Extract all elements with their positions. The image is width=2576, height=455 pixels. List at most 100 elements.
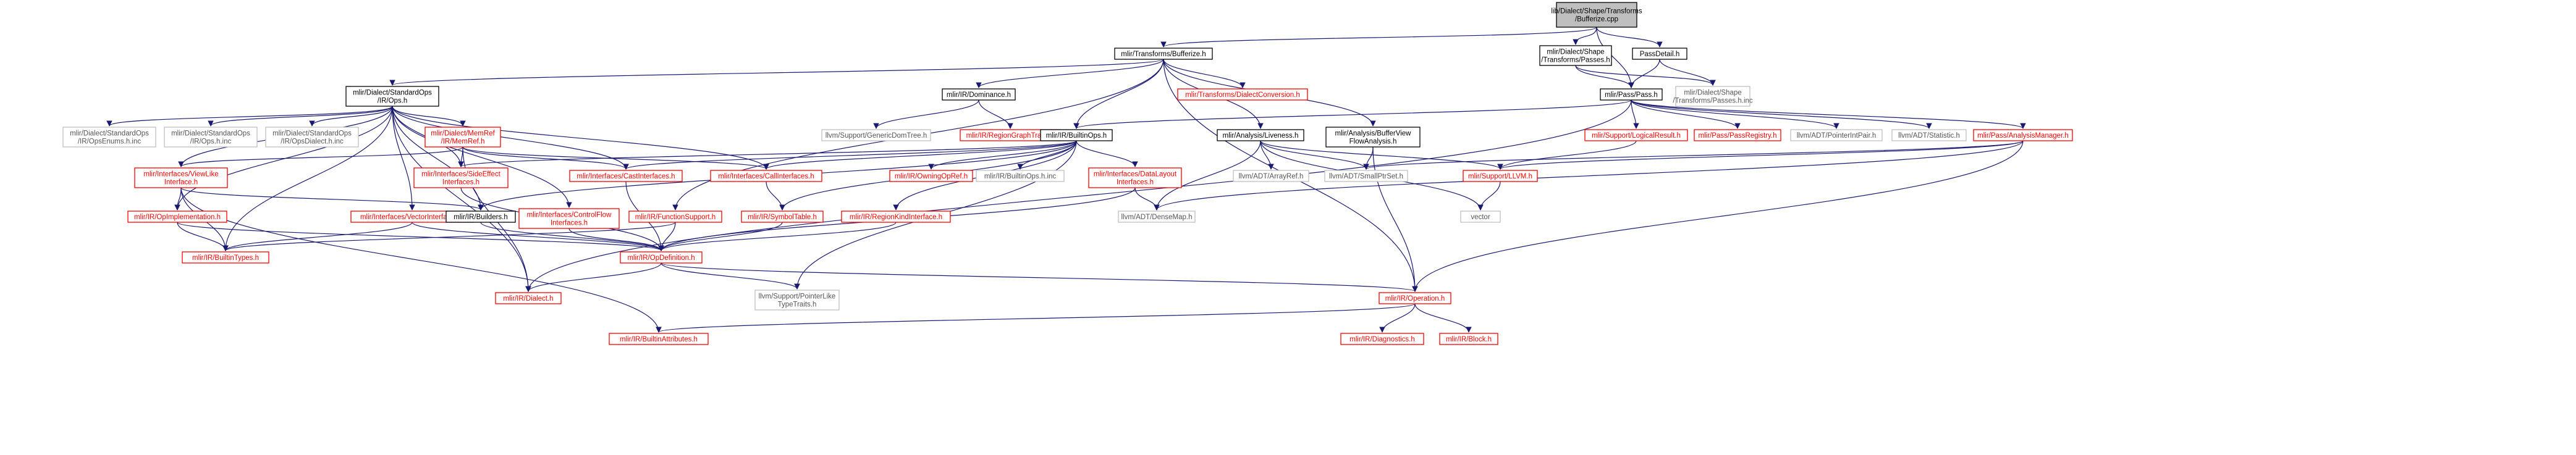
node-dominance-h[interactable]: mlir/IR/Dominance.h [942, 88, 1016, 101]
node-box [1177, 88, 1308, 101]
node-label: mlir/IR/RegionGraphTraits.h [966, 132, 1055, 140]
node-regionkind-h[interactable]: mlir/IR/RegionKindInterface.h [841, 211, 951, 223]
node-vectorif-h[interactable]: mlir/Interfaces/VectorInterfaces.h [350, 211, 474, 223]
node-regiongraph-h[interactable]: mlir/IR/RegionGraphTraits.h [960, 129, 1061, 141]
edge-operation-h-to-block-h [1414, 303, 1472, 333]
edge-bufferize-h-to-builtinops-h [1073, 59, 1164, 129]
node-label: mlir/IR/RegionKindInterface.h [850, 214, 942, 221]
edge-passdetail-h-to-shape-passes-inc [1659, 59, 1716, 86]
node-box [1600, 88, 1663, 101]
node-label: mlir/Support/LogicalResult.h [1592, 132, 1681, 140]
node-dialectconv-h[interactable]: mlir/Transforms/DialectConversion.h [1177, 88, 1308, 101]
node-cast-h[interactable]: mlir/Interfaces/CastInterfaces.h [569, 170, 683, 182]
node-builtinattrs-h[interactable]: mlir/IR/BuiltinAttributes.h [609, 333, 709, 345]
node-pass-h[interactable]: mlir/Pass/Pass.h [1600, 88, 1663, 101]
edge-pass-h-to-ptrintpair [1631, 99, 1839, 129]
node-label: mlir/IR/BuiltinAttributes.h [620, 336, 698, 343]
node-diagnostics-h[interactable]: mlir/IR/Diagnostics.h [1340, 333, 1424, 345]
node-call-h[interactable]: mlir/Interfaces/CallInterfaces.h [710, 170, 822, 182]
node-label: Interfaces.h [551, 220, 588, 227]
node-densemap: llvm/ADT/DenseMap.h [1118, 211, 1196, 223]
node-label: mlir/IR/Builders.h [454, 214, 508, 221]
node-box [1790, 129, 1883, 141]
node-builders-h[interactable]: mlir/IR/Builders.h [446, 211, 516, 223]
edge-passdetail-h-to-pass-h [1628, 59, 1660, 88]
node-opimpl-h[interactable]: mlir/IR/OpImplementation.h [127, 211, 227, 223]
edge-stdops-h-to-dialect-h [392, 106, 531, 292]
node-builtinops-inc: mlir/IR/BuiltinOps.h.inc [976, 170, 1065, 182]
node-vector: vector [1460, 211, 1501, 223]
node-box [424, 127, 501, 148]
node-shape-passes-h[interactable]: mlir/Dialect/Shape/Transforms/Passes.h [1539, 45, 1612, 66]
node-passdetail-h[interactable]: PassDetail.h [1632, 48, 1687, 60]
node-liveness-h[interactable]: mlir/Analysis/Liveness.h [1217, 129, 1304, 141]
node-box [182, 251, 269, 264]
edge-logical-h-to-support-llvm-h [1497, 140, 1637, 170]
node-label: mlir/Dialect/StandardOps [353, 90, 432, 97]
node-label: /IR/OpsEnums.h.inc [78, 138, 141, 146]
node-label: mlir/Dialect/StandardOps [171, 130, 250, 138]
node-stdops-h[interactable]: mlir/Dialect/StandardOps/IR/Ops.h [345, 86, 439, 107]
node-box [1439, 333, 1498, 345]
edge-liveness-h-to-support-llvm-h [1260, 140, 1503, 170]
node-support-llvm-h[interactable]: mlir/Support/LLVM.h [1463, 170, 1538, 182]
node-label: lib/Dialect/Shape/Transforms [1551, 8, 1642, 15]
node-memref-h[interactable]: mlir/Dialect/MemRef/IR/MemRef.h [424, 127, 501, 148]
edge-memref-h-to-viewlike-h [178, 146, 463, 167]
node-label: mlir/IR/Block.h [1446, 336, 1492, 343]
node-label: mlir/Analysis/Liveness.h [1223, 132, 1299, 140]
edge-dominance-h-to-regiongraph-h [978, 99, 1013, 129]
node-label: llvm/ADT/DenseMap.h [1121, 214, 1192, 221]
edge-root-to-bufferize-h [1160, 27, 1597, 48]
edge-stdops-h-to-ops-inc [208, 106, 393, 127]
node-label: mlir/Interfaces/VectorInterfaces.h [360, 214, 464, 221]
node-box [345, 86, 439, 107]
node-dialect-h[interactable]: mlir/IR/Dialect.h [495, 292, 562, 304]
node-label: /IR/Ops.h [378, 98, 408, 105]
node-label: mlir/IR/SymbolTable.h [748, 214, 817, 221]
node-analysisman-h[interactable]: mlir/Pass/AnalysisManager.h [1973, 129, 2073, 141]
node-label: Interfaces.h [1117, 179, 1154, 186]
node-root[interactable]: lib/Dialect/Shape/Transforms/Bufferize.c… [1551, 2, 1642, 28]
node-label: mlir/IR/OpImplementation.h [134, 214, 221, 221]
node-box [413, 167, 509, 188]
node-funcsupport-h[interactable]: mlir/IR/FunctionSupport.h [628, 211, 722, 223]
node-label: mlir/Transforms/DialectConversion.h [1185, 91, 1300, 99]
edge-stdops-h-to-memref-h [392, 106, 466, 127]
node-box [1891, 129, 1967, 141]
node-box [1233, 170, 1309, 182]
edge-analysisman-h-to-smallptrset [1363, 140, 2024, 170]
node-bufferize-h[interactable]: mlir/Transforms/Bufferize.h [1114, 48, 1213, 60]
edge-builtinops-h-to-call-h [763, 140, 1077, 170]
node-owningopref-h[interactable]: mlir/IR/OwningOpRef.h [889, 170, 973, 182]
node-symboltable-h[interactable]: mlir/IR/SymbolTable.h [741, 211, 824, 223]
node-box [620, 251, 703, 264]
node-box [841, 211, 951, 223]
edge-stdops-h-to-cast-h [392, 106, 629, 170]
node-operation-h[interactable]: mlir/IR/Operation.h [1379, 292, 1451, 304]
node-box [1088, 167, 1182, 188]
node-box [609, 333, 709, 345]
node-box [1325, 127, 1421, 148]
node-label: mlir/Analysis/BufferView [1335, 130, 1412, 138]
edge-opdef-h-to-operation-h [661, 262, 1418, 292]
node-logical-h[interactable]: mlir/Support/LogicalResult.h [1584, 129, 1688, 141]
node-label: llvm/Support/PointerLike [759, 293, 836, 301]
node-builtinops-h[interactable]: mlir/IR/BuiltinOps.h [1040, 129, 1113, 141]
node-passreg-h[interactable]: mlir/Pass/PassRegistry.h [1694, 129, 1781, 141]
edge-stdops-h-to-controlflow-h [392, 106, 572, 208]
node-opdef-h[interactable]: mlir/IR/OpDefinition.h [620, 251, 703, 264]
node-shape-passes-inc: mlir/Dialect/Shape/Transforms/Passes.h.i… [1673, 86, 1753, 107]
node-box [62, 127, 156, 148]
node-builtintypes-h[interactable]: mlir/IR/BuiltinTypes.h [182, 251, 269, 264]
node-block-h[interactable]: mlir/IR/Block.h [1439, 333, 1498, 345]
node-label: mlir/Dialect/Shape [1684, 90, 1741, 97]
node-label: llvm/ADT/SmallPtrSet.h [1329, 173, 1403, 180]
